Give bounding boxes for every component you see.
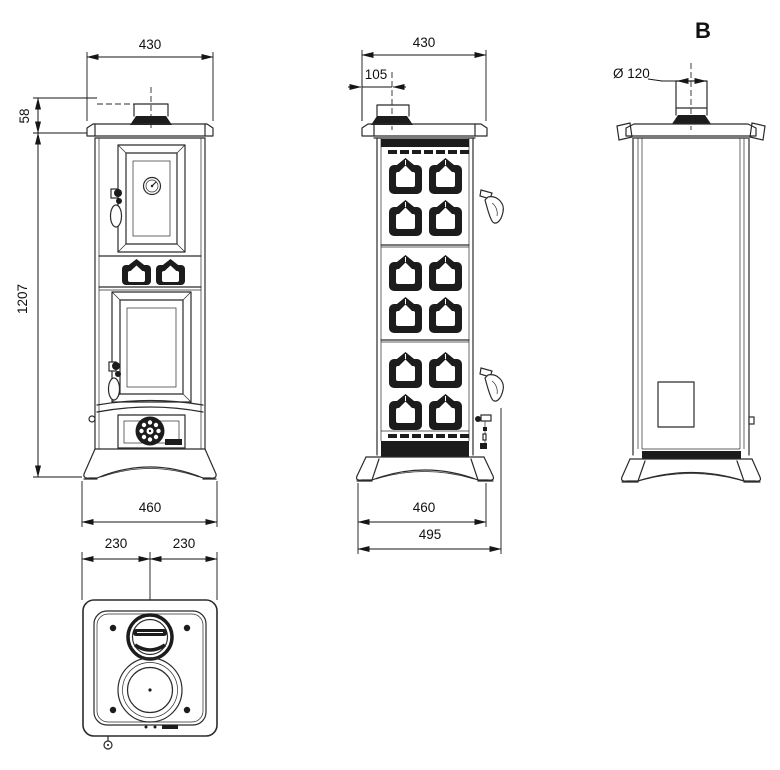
side-legs (355, 456, 495, 482)
dim-front-total-height: 1207 (15, 284, 30, 314)
rear-body (632, 137, 755, 459)
dim-side-flue-offset: 105 (365, 67, 388, 82)
top-view-drawing (82, 599, 218, 750)
fire-door (107, 291, 192, 403)
bolt (183, 624, 191, 632)
thermometer-gauge (142, 176, 162, 196)
dim-side-total-depth: 495 (419, 527, 442, 542)
side-door-handle-top (479, 189, 504, 224)
rear-flue-dimension: Ø 120 (613, 66, 707, 84)
side-tiles (388, 157, 463, 431)
bolt (109, 706, 117, 714)
tile (156, 259, 185, 285)
front-arch-band (96, 399, 204, 413)
oven-door-latch (109, 188, 123, 228)
top-hot-plate (117, 657, 183, 723)
hinge-pin (88, 415, 96, 423)
side-top-plate (361, 123, 488, 139)
front-legs (83, 448, 217, 480)
dim-side-top-width: 430 (413, 35, 436, 50)
rear-flue-pipe (672, 63, 711, 130)
rear-base-band (642, 451, 741, 459)
dim-top-half-right: 230 (173, 536, 196, 551)
front-view-drawing (83, 87, 217, 480)
rear-access-panel (657, 381, 695, 428)
side-door-handle-bottom (479, 367, 504, 402)
front-dimensions: 430 58 1207 460 230 230 (15, 37, 218, 637)
front-flue-collar (97, 87, 172, 128)
side-dimensions: 430 105 460 495 (348, 35, 502, 554)
rear-legs (620, 458, 762, 483)
dim-side-base-width: 460 (413, 500, 436, 515)
dim-front-collar-height: 58 (17, 108, 32, 123)
top-inner-plate (93, 610, 207, 726)
air-control-rosette (135, 416, 165, 446)
vent-dashes-bottom (388, 434, 469, 438)
side-latch-detail (475, 414, 492, 449)
bolt (183, 706, 191, 714)
rear-side-catch (748, 416, 755, 425)
front-body (88, 137, 206, 450)
dim-flue-diameter: Ø 120 (613, 66, 650, 81)
damper-knob (103, 735, 113, 750)
rear-top-plate (616, 122, 766, 141)
side-body (376, 137, 474, 456)
tile (122, 259, 151, 285)
top-flue-opening (126, 613, 174, 661)
rear-view-drawing: B Ø 120 (613, 18, 766, 483)
front-bottom-panel (117, 414, 186, 449)
dim-front-base-width: 460 (139, 500, 162, 515)
front-middle-band (98, 255, 202, 291)
front-top-plate (86, 123, 214, 139)
bolt (109, 624, 117, 632)
side-flue-collar (371, 72, 413, 130)
variant-label: B (695, 18, 711, 43)
side-view-drawing (355, 72, 504, 482)
dim-front-top-width: 430 (139, 37, 162, 52)
fire-door-handle (107, 377, 121, 401)
dim-top-half-left: 230 (105, 536, 128, 551)
side-base-band (381, 441, 469, 457)
vent-dashes-top (388, 150, 469, 154)
oven-door (109, 144, 186, 253)
fire-door-latch (107, 361, 121, 401)
oven-door-handle (109, 204, 123, 228)
